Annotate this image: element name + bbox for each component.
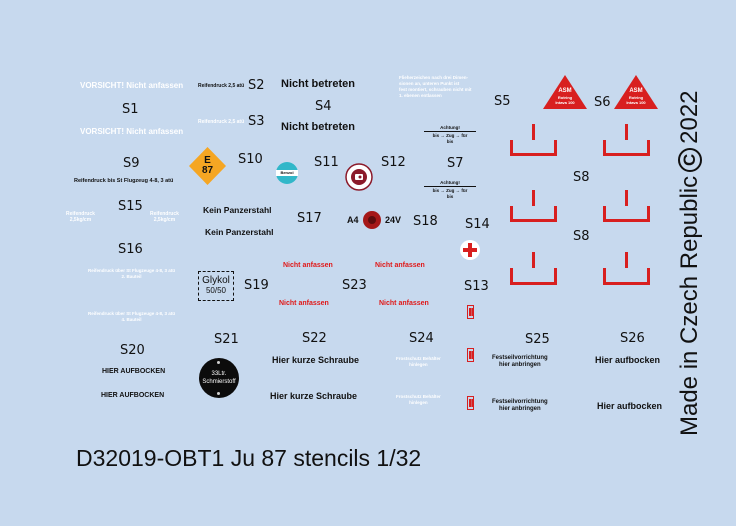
reifendruck-stencil: Reifendruck über St Flugzeuge 4-8, 3 atü… [88,268,176,279]
label-s20: S20 [120,343,145,358]
hier-aufbocken-stencil: HIER AUFBOCKEN [102,368,166,375]
label-s16: S16 [118,242,143,257]
achtung-stencil: Achtung! bis → Zug → für bis [424,125,476,145]
reifendruck-stencil: Reifendruck bis St Flugzeug 4-8, 3 atü [74,178,174,184]
label-s5: S5 [494,94,511,109]
label-s3: S3 [248,114,265,129]
vorsicht-stencil: VORSICHT! Nicht anfassen [80,81,184,90]
red-bracket-marking [603,190,650,222]
copyright-icon: C [678,147,702,172]
label-s1: S1 [122,102,139,117]
red-plug-icon [467,396,474,410]
hier-aufbocken-stencil: HIER AUFBOCKEN [101,392,165,399]
nicht-anfassen-stencil: Nicht anfassen [375,262,425,269]
instruction-block: Flieherzeichen nach drei Dimen- sionen a… [399,75,472,98]
benzol-roundel-icon: Benzol [276,162,298,184]
label-s24: S24 [409,331,434,346]
label-s23: S23 [342,278,367,293]
label-s11: S11 [314,155,339,170]
a4-label: A4 [347,215,359,225]
label-s12: S12 [381,155,406,170]
reifendruck-stencil: Reifendruck über St Flugzeuge 4-8, 3 atü… [88,311,176,322]
nicht-anfassen-stencil: Nicht anfassen [279,300,329,307]
label-s4: S4 [315,99,332,114]
label-s21: S21 [214,332,239,347]
plug-socket-icon [363,211,381,229]
vorsicht-stencil: VORSICHT! Nicht anfassen [80,127,184,136]
achtung-stencil: Achtung! bis → Zug → für bis [424,180,476,200]
nicht-anfassen-stencil: Nicht anfassen [283,262,333,269]
filler-cap-icon [345,163,373,191]
label-s25: S25 [525,332,550,347]
hier-aufbocken-stencil: Hier aufbocken [595,355,661,365]
made-in-text: Made in Czech Republic [676,175,703,436]
nicht-betreten-stencil: Nicht betreten [281,121,355,133]
reifendruck-stencil: Reifendruck 2,5 atü [198,119,245,125]
nicht-anfassen-stencil: Nicht anfassen [379,300,429,307]
label-s13: S13 [464,279,489,294]
hier-kurze-schraube-stencil: Hier kurze Schraube [270,391,358,401]
label-s10: S10 [238,152,263,167]
red-bracket-marking [510,124,557,156]
label-s8-a: S8 [573,170,590,185]
red-bracket-marking [510,190,557,222]
nicht-betreten-stencil: Nicht betreten [281,78,355,90]
label-s9: S9 [123,156,140,171]
first-aid-cross-icon [460,240,480,260]
label-s14: S14 [465,217,490,232]
year-text: 2022 [676,90,703,144]
sheet-title: D32019-OBT1 Ju 87 stencils 1/32 [76,445,422,471]
red-bracket-marking [510,252,557,285]
voltage-label: 24V [385,215,402,225]
label-s22: S22 [302,331,327,346]
vertical-origin-text: Made in Czech Republic C 2022 [676,90,703,436]
kein-panzerstahl-stencil: Kein Panzerstahl [203,205,272,215]
red-bracket-marking [603,252,650,285]
schmierstoff-disc-icon: 33Ltr.Schmierstoff [199,358,239,398]
reifendruck-stencil: Reifendruck 2,5 atü [198,83,245,89]
label-s17: S17 [297,211,322,226]
label-s19: S19 [244,278,269,293]
label-s26: S26 [620,331,645,346]
label-s6: S6 [594,95,611,110]
hier-kurze-schraube-stencil: Hier kurze Schraube [272,355,360,365]
hier-aufbocken-stencil: Hier aufbocken [597,401,663,411]
label-s8-b: S8 [573,229,590,244]
kein-panzerstahl-stencil: Kein Panzerstahl [205,227,274,237]
red-plug-icon [467,305,474,319]
red-bracket-marking [603,124,650,156]
label-s2: S2 [248,78,265,93]
label-s7: S7 [447,156,464,171]
label-s18: S18 [413,214,438,229]
red-plug-icon [467,348,474,362]
label-s15: S15 [118,199,143,214]
